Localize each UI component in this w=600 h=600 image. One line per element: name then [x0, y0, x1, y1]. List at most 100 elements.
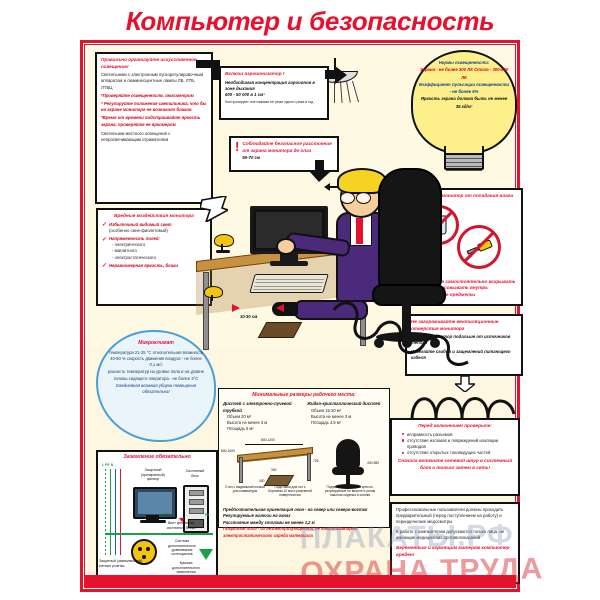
- harm-item2-sub1: - электрического: [112, 242, 146, 248]
- workspace-crt-area: Площадь 6 м²: [227, 426, 254, 432]
- bulb-line-desk: Стола - 300-500 ЛК: [461, 67, 509, 80]
- lighting-heading: Правильно организуйте искусственное осве…: [101, 57, 197, 69]
- microclimate-line5: Ежедневная влажная уборка помещения обяз…: [115, 382, 197, 395]
- grounding-pe-2: PE: [205, 513, 210, 518]
- workspace-dim-depth: 600-1000: [221, 448, 235, 453]
- lighting-bullet3: *Время от времени подстраивайте яркость …: [101, 115, 201, 127]
- grounding-socket-label: Защитный (заземляющий) контакт розетки: [99, 559, 142, 568]
- card-grounding-diagram: Заземление обязательно L PE N Защитный (…: [96, 450, 218, 582]
- workspace-caption-footrest: Подставка для ног с бортиком 10 мм и риф…: [268, 484, 312, 498]
- ionizer-line2: 600 - 50 000 в 1 см³: [225, 92, 265, 98]
- lighting-bullet2: * Регулируйте положение светильника, что…: [101, 101, 207, 113]
- precheck-item-1: исправность разъемов: [402, 432, 514, 438]
- workspace-note-1: Предпочтительная ориентация окон - на се…: [223, 506, 368, 512]
- distance-value: 60-70 см: [242, 155, 261, 161]
- grounding-pe-1: PE: [163, 511, 168, 516]
- card-artificial-lighting: Правильно организуйте искусственное осве…: [95, 52, 213, 204]
- distance-heading: Соблюдайте безопасное расстояние от экра…: [242, 141, 332, 153]
- card-monitor-hazards: Вредные воздействия монитора Избыточный …: [96, 208, 212, 306]
- grounding-screw-label: Винт крепления системного блока: [166, 521, 196, 530]
- grounding-pc-label: Системный блок: [185, 469, 205, 478]
- ionizer-footer: Контролируют счетчиками не реже одного р…: [225, 100, 314, 105]
- exclamation-icon: !: [235, 139, 240, 154]
- workspace-lcd-height: Высота не менее 3 м: [311, 413, 352, 419]
- workspace-note-4: Покрытие пола - из неэлектризующегося, н…: [223, 526, 358, 538]
- card-medical-requirements: Профессиональные пользователи должны про…: [390, 502, 520, 584]
- workspace-col-lcd: Жидко-кристаллический дисплей Объем 15-2…: [307, 401, 385, 432]
- harm-pointer-arrow: [200, 196, 228, 222]
- card-pre-power-check: Перед включением проверьте: исправность …: [390, 418, 520, 496]
- medical-line-2: К работе с компьютером допускаются тольк…: [396, 528, 505, 540]
- harm-item1-sub: (особенно сине-фиолетовый): [109, 227, 168, 233]
- bulb-line-screen: Экрана - не более 300 ЛК: [419, 67, 473, 73]
- precheck-heading: Перед включением проверьте:: [418, 423, 492, 428]
- precheck-item-3: отсутствие открытых токоведущих частей: [402, 450, 514, 456]
- microclimate-line1: температура 21-25 °С: [108, 349, 152, 355]
- card-air-ionizer: Включи аэроионизатор ! Необходимая конце…: [219, 66, 329, 120]
- keyboard-graphic: [249, 274, 329, 293]
- card-workspace-requirements: Минимальные размеры рабочего места: Дисп…: [218, 388, 390, 538]
- workspace-dim-width: 800-1200: [261, 437, 275, 442]
- bulb-line-brightness: Яркость экрана должна быть не менее 35 к…: [420, 96, 508, 109]
- vent-pointer-arrow: [455, 376, 475, 392]
- keyboard-distance-arrow-left: [232, 304, 240, 312]
- workspace-dim-footrest-d: 400: [259, 478, 265, 483]
- grounding-heading: Заземление обязательно: [123, 454, 191, 460]
- grounding-filter-label: Защитный (приэкранный) фильтр: [141, 468, 165, 482]
- harm-item1: Избыточный видимый свет: [102, 221, 206, 230]
- distance-pointer-arrow: [310, 160, 330, 182]
- office-chair-graphic: [372, 168, 446, 358]
- workspace-lcd-title: Жидко-кристаллический дисплей: [307, 401, 381, 407]
- medical-footer: Беременным и кормящим матерям компьютер …: [396, 545, 510, 557]
- grounding-system-label: Система дополнительного уравнивания поте…: [168, 539, 196, 557]
- ionizer-pointer-arrow: [325, 66, 347, 86]
- workspace-dim-height: 725: [313, 458, 319, 463]
- medical-line-1: Профессиональные пользователи должны про…: [396, 507, 504, 525]
- power-cable-graphic: [332, 301, 469, 366]
- lighting-footer: Светильник местного освещения с непросве…: [101, 130, 171, 143]
- harm-item2-sub3: - электростатического: [112, 254, 156, 260]
- card-microclimate: Микроклимат температура 21-25 °С относит…: [96, 330, 216, 442]
- keyboard-distance-arrow-right: [276, 304, 284, 312]
- workspace-lcd-volume: Объем 15-20 м³: [311, 407, 341, 413]
- microclimate-line2: относительная влажность 40-60 %: [110, 349, 204, 361]
- lighting-line1: Светильники с электронным пускорегулиров…: [101, 72, 204, 90]
- workspace-col-crt: Дисплей с электронно-лучевой трубкой Объ…: [223, 401, 301, 432]
- workspace-dim-footrest-w: 300: [271, 467, 277, 472]
- no-screwdriver-icon: [457, 224, 501, 269]
- precheck-footer: Сначала воткните сетевой шнур в системны…: [397, 458, 513, 471]
- workspace-caption-desk: Стол с выдвижной полкой для клавиатуры: [225, 484, 265, 493]
- desk-lamp-icon-2: [203, 286, 223, 304]
- workspace-lcd-area: Площадь 4.5 м²: [311, 419, 341, 425]
- keyboard-distance-label: 10-30 см: [240, 314, 258, 319]
- page-title: Компьютер и безопасность: [125, 6, 495, 36]
- workspace-diagram: 800-1200 600-1000 725 300 400 400-550 Ст…: [221, 435, 385, 498]
- desk-leg-left: [203, 272, 209, 350]
- microclimate-heading: Микроклимат: [138, 340, 174, 346]
- workspace-dim-chair: 400-550: [367, 460, 380, 465]
- workspace-crt-volume: Объем 20 м³: [227, 414, 252, 420]
- lighting-bullet1: *Проверяйте освещенность люксметром: [101, 92, 194, 98]
- precheck-item-2: отсутствие изломов и повреждений изоляци…: [402, 438, 514, 450]
- microclimate-line4: разность температур на уровне пола и на …: [107, 369, 205, 381]
- bulb-heading: Нормы освещенности:: [438, 60, 490, 65]
- lightbulb-norms-graphic: Нормы освещенности: Экрана - не более 30…: [408, 50, 520, 172]
- workspace-note-2: Регулируемые жалюзи на окнах: [223, 513, 291, 519]
- workspace-crt-title: Дисплей с электронно-лучевой трубкой: [223, 401, 292, 413]
- vent-line2: Избегайте сгибов и защемлений питающего …: [411, 348, 511, 360]
- bulb-line-pulsation: Коэффициент пульсации освещенности - не …: [418, 81, 510, 95]
- bottom-red-bar: [84, 575, 516, 588]
- vent-line1: Держите монитор подальше от источников т…: [411, 334, 511, 346]
- workspace-caption-chair: Подъемно-поворотное кресло, регулируемое…: [324, 484, 376, 498]
- moisture-heading: Оберегайте монитор от попадания влаги: [411, 193, 514, 198]
- lighting-pointer-arrow: [196, 58, 222, 82]
- workspace-note-3: Расстояние между столами не менее 1,2 м: [223, 519, 315, 525]
- harm-item3: Неравномерная яркость, блики: [102, 262, 206, 271]
- harm-item2-sub2: - магнитного: [112, 248, 137, 254]
- workspace-title: Минимальные размеры рабочего места:: [252, 392, 356, 398]
- vent-heading: Не загораживайте вентиляционные отверсти…: [411, 319, 499, 331]
- desk-lamp-icon: [212, 234, 234, 254]
- workspace-crt-height: Высота не менее 3 м: [227, 420, 268, 426]
- harm-heading: Вредные воздействия монитора: [114, 213, 194, 218]
